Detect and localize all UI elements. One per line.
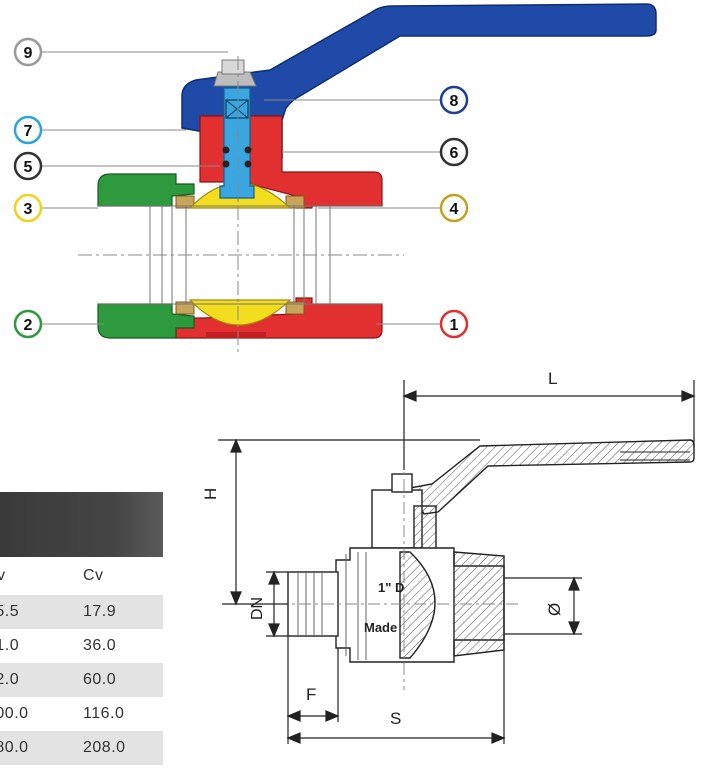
- callout-2-label: 2: [24, 317, 33, 334]
- callout-5-label: 5: [24, 159, 33, 176]
- callout-7: 7: [13, 115, 43, 145]
- lever-outline: [408, 439, 695, 515]
- kv-value: 100.0: [0, 705, 29, 722]
- callout-9: 9: [13, 37, 43, 67]
- seat-upper-right: [285, 195, 305, 209]
- dim-label-DN: DN: [249, 597, 266, 620]
- body-hatch-ball: [399, 551, 436, 659]
- column-header-cv: Cv: [83, 567, 104, 584]
- handle-lever: [181, 3, 657, 159]
- flow-coefficient-table: Kv Cv 15.5 17.9 31.0 36.0 52.0 60.0 100.…: [0, 492, 163, 765]
- callout-7-label: 7: [24, 123, 33, 140]
- cv-value: 60.0: [83, 671, 117, 688]
- dim-label-H: H: [201, 488, 220, 500]
- table-row: 52.0 60.0: [0, 663, 163, 697]
- table-column-headers: Kv Cv: [0, 557, 163, 595]
- column-header-kv: Kv: [0, 567, 6, 584]
- cv-value: 17.9: [83, 603, 117, 620]
- table-row: 180.0 208.0: [0, 731, 163, 765]
- body-bottom-slot: [206, 332, 266, 338]
- callout-8-label: 8: [450, 93, 459, 110]
- end-cap-lower: [97, 303, 195, 339]
- cv-value: 208.0: [83, 739, 126, 756]
- callout-3: 3: [13, 193, 43, 223]
- table-row: 100.0 116.0: [0, 697, 163, 731]
- kv-value: 52.0: [0, 671, 20, 688]
- callout-1-label: 1: [450, 317, 459, 334]
- callout-9-label: 9: [24, 45, 33, 62]
- kv-value: 180.0: [0, 739, 29, 756]
- callout-3-label: 3: [24, 201, 33, 218]
- body-stamp-made: Made: [364, 620, 397, 635]
- body-stamp-size: 1" D: [378, 580, 404, 595]
- end-cap-upper: [97, 173, 195, 207]
- callout-6-label: 6: [450, 145, 459, 162]
- table-row: 15.5 17.9: [0, 595, 163, 629]
- kv-value: 31.0: [0, 637, 20, 654]
- callout-5: 5: [13, 151, 43, 181]
- table-row: 31.0 36.0: [0, 629, 163, 663]
- dim-label-L: L: [548, 369, 557, 388]
- cv-value: 116.0: [83, 705, 125, 722]
- callout-leaders: [42, 51, 440, 325]
- callout-1: 1: [439, 309, 469, 339]
- seat-upper-left: [175, 195, 195, 209]
- seat-lower-right: [285, 301, 305, 315]
- callout-4: 4: [439, 193, 469, 223]
- callout-2: 2: [13, 309, 43, 339]
- dim-label-F: F: [306, 685, 316, 704]
- dimension-lines: [218, 380, 696, 744]
- dim-label-diameter: Ø: [545, 603, 564, 616]
- table-header-bar: [0, 492, 163, 557]
- valve-dimension-view: [276, 439, 695, 690]
- stem-screw: [221, 59, 245, 75]
- valve-cross-section: [78, 3, 657, 356]
- dim-label-S: S: [390, 709, 401, 728]
- seat-lower-left: [175, 301, 195, 315]
- kv-value: 15.5: [0, 603, 20, 620]
- callout-8: 8: [439, 85, 469, 115]
- cv-value: 36.0: [83, 637, 117, 654]
- stem-nut: [213, 71, 257, 87]
- o-rings: [222, 146, 252, 168]
- bore-lines: [98, 205, 382, 305]
- callout-6: 6: [439, 137, 469, 167]
- callout-4-label: 4: [450, 201, 459, 218]
